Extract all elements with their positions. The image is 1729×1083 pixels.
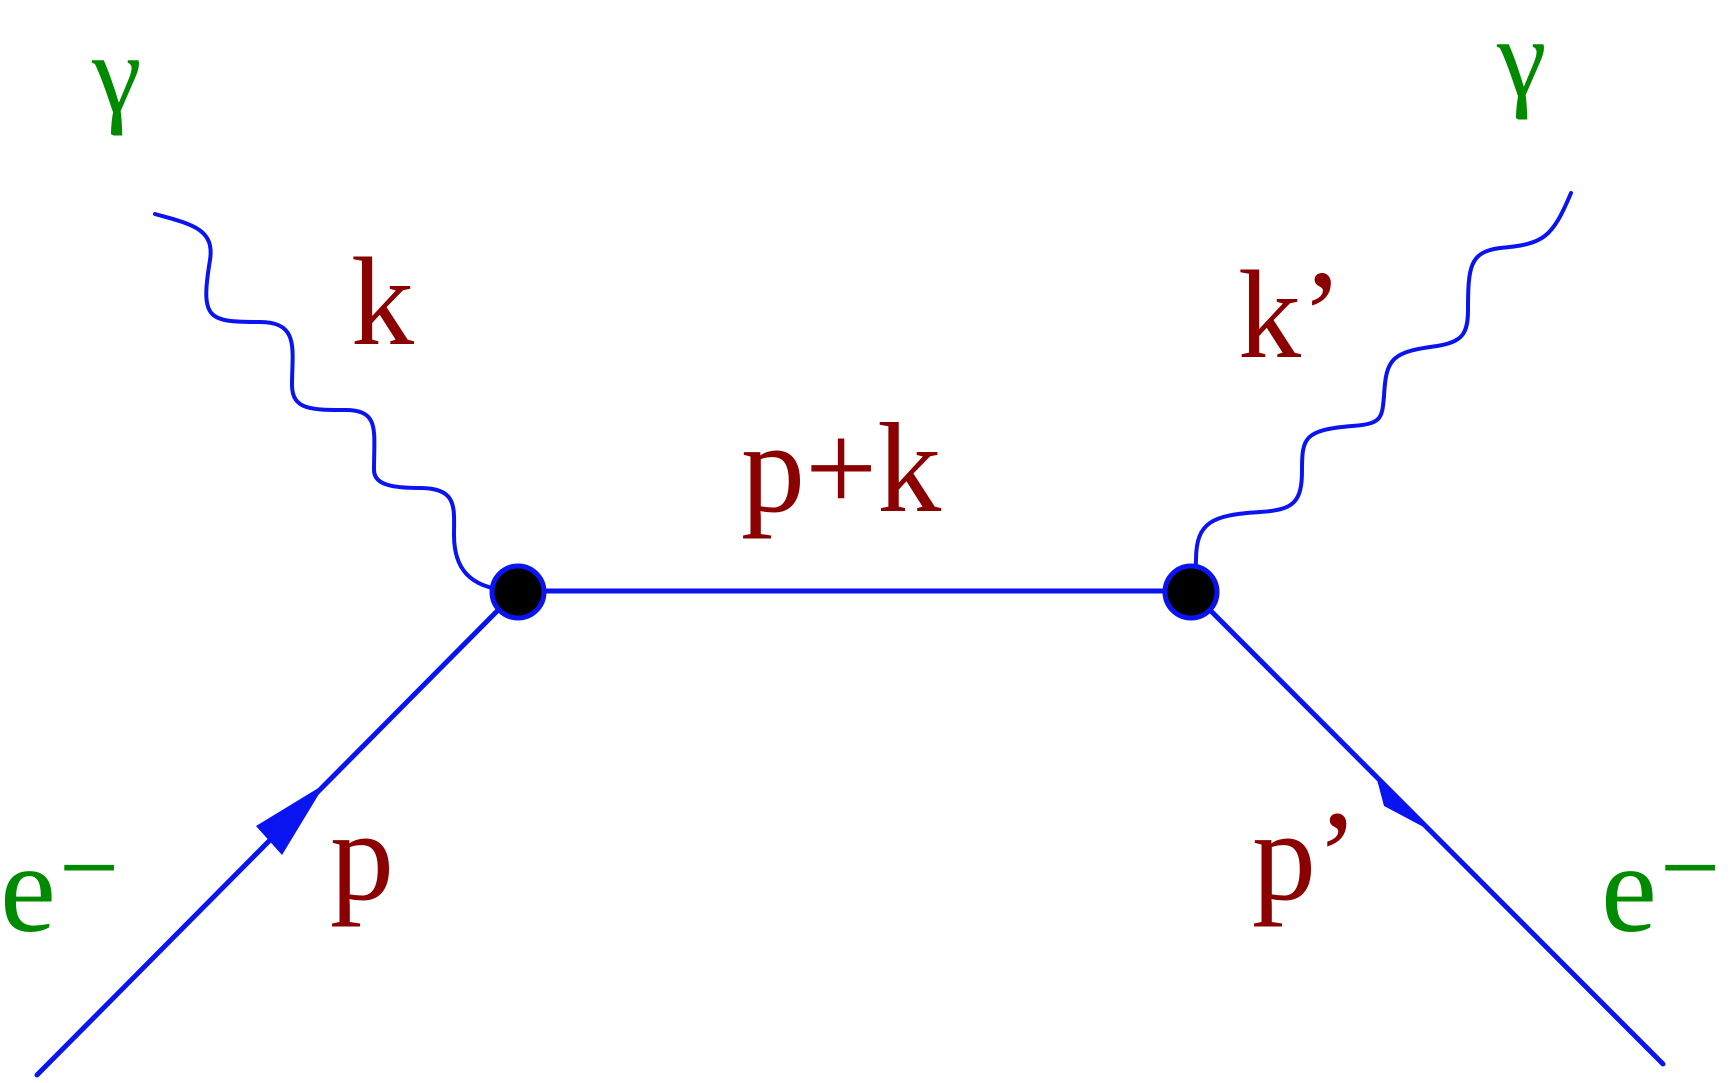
internal-electron-momentum: p+k (741, 397, 941, 539)
outgoing-photon-label: γ (1496, 0, 1547, 121)
outgoing-electron-label: e⁻ (1601, 820, 1723, 959)
left-vertex (489, 563, 547, 621)
outgoing-photon-momentum: k’ (1238, 246, 1343, 385)
incoming-photon-label: γ (91, 13, 142, 137)
incoming-photon-momentum: k (351, 233, 414, 372)
outgoing-electron-momentum: p’ (1252, 785, 1359, 927)
incoming-electron-label: e⁻ (0, 820, 122, 959)
incoming-electron-arrow (256, 784, 325, 855)
outgoing-photon-line (1189, 191, 1573, 594)
right-vertex (1162, 563, 1220, 621)
incoming-photon-line (153, 212, 519, 593)
outgoing-electron-arrow (1375, 772, 1433, 832)
incoming-electron-momentum: p (330, 785, 394, 927)
